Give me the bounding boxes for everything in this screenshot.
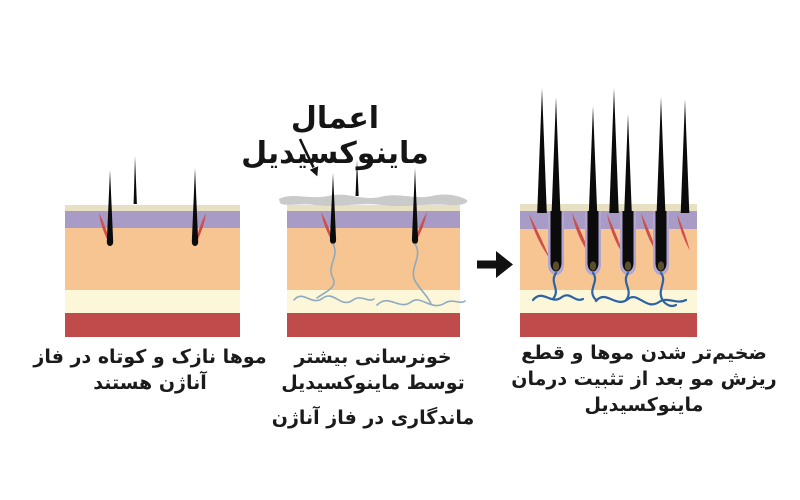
arrector-muscle	[415, 212, 427, 243]
thick-hairs	[537, 88, 690, 213]
epidermis-layer	[287, 211, 460, 228]
surface-layer	[287, 205, 460, 211]
dermal-papilla	[657, 261, 665, 271]
thick-hair	[680, 99, 690, 213]
hair-follicle	[587, 211, 599, 272]
dermis-layer	[520, 229, 697, 290]
arrector-muscle	[321, 212, 333, 243]
blood-vessel	[293, 295, 375, 304]
caption-line: ماندگاری در فاز آناژن	[271, 407, 475, 429]
surface-layer	[65, 205, 240, 211]
blood-vessel	[551, 271, 558, 301]
arrector-muscle	[607, 214, 624, 256]
thick-hair	[588, 106, 598, 213]
arrector-muscle	[677, 214, 690, 251]
arrow-shaft	[298, 138, 315, 169]
blood-vessel	[531, 294, 585, 302]
caption-line: توسط ماینوکسیدیل	[281, 372, 465, 394]
caption-line: خونرسانی بیشتر	[294, 346, 452, 368]
thin-hair	[191, 168, 199, 246]
caption-after: ضخیم‌تر شدن موها و قطع ریزش مو بعد از تث…	[494, 340, 794, 418]
dermis-layer	[65, 228, 240, 290]
caption-line: ریزش مو بعد از تثبیت درمان	[511, 368, 777, 390]
diagram-title: اعمال ماینوکسیدیل	[241, 101, 429, 171]
skin-panel-treatment	[279, 160, 468, 337]
thick-hair	[551, 97, 561, 213]
dermis-layer	[287, 228, 460, 290]
blood-vessels-dark	[531, 271, 688, 308]
caption-treatment: خونرسانی بیشتر توسط ماینوکسیدیل ماندگاری…	[256, 344, 490, 431]
surface-layer	[520, 204, 697, 211]
muscle-layer	[520, 313, 697, 337]
blood-vessel	[412, 243, 432, 305]
arrow-head	[496, 251, 513, 278]
thin-hair	[411, 168, 419, 244]
fat-layer	[287, 290, 460, 313]
hair-follicle	[622, 211, 634, 272]
fat-layer	[65, 290, 240, 313]
thick-hair	[624, 114, 632, 213]
next-step-arrow-icon	[477, 251, 513, 278]
thin-hair	[329, 173, 337, 244]
fat-layer	[520, 290, 697, 313]
thin-hair	[355, 160, 359, 196]
thin-hair	[106, 170, 114, 246]
muscle-layer	[65, 313, 240, 337]
arrow-head	[309, 166, 319, 177]
minoxidil-apply-arrow-icon	[298, 138, 319, 177]
hair-follicles	[550, 211, 667, 272]
caption-before: موها نازک و کوتاه در فاز آناژن هستند	[8, 344, 292, 396]
arrector-muscle	[529, 214, 550, 259]
caption-line: آناژن هستند	[93, 372, 207, 394]
dermal-papilla	[624, 261, 632, 271]
arrow-shaft	[477, 260, 498, 269]
thick-hair	[656, 97, 666, 213]
caption-line: موها نازک و کوتاه در فاز	[33, 346, 267, 368]
muscle-layer	[287, 313, 460, 337]
thin-hair	[133, 156, 137, 204]
blood-vessel	[316, 243, 336, 299]
hair-follicle	[550, 211, 562, 272]
blood-vessel	[659, 271, 678, 308]
blood-vessel	[594, 295, 688, 306]
blood-vessels-light	[293, 243, 466, 307]
thick-hair	[609, 88, 619, 213]
skin-panel-after	[520, 88, 697, 337]
dermal-papilla	[589, 261, 597, 271]
dermal-papillae	[552, 261, 665, 271]
skin-panel-before	[65, 156, 240, 337]
blood-vessel	[376, 299, 466, 307]
caption-line: ضخیم‌تر شدن موها و قطع	[521, 342, 767, 364]
blood-vessel	[591, 271, 598, 302]
dermal-papilla	[552, 261, 560, 271]
minoxidil-film	[279, 194, 468, 206]
blood-vessel	[624, 271, 630, 302]
hair-follicle	[655, 211, 667, 272]
thick-hair	[537, 88, 547, 213]
epidermis-layer	[65, 211, 240, 228]
caption-line: ماینوکسیدیل	[584, 394, 704, 416]
